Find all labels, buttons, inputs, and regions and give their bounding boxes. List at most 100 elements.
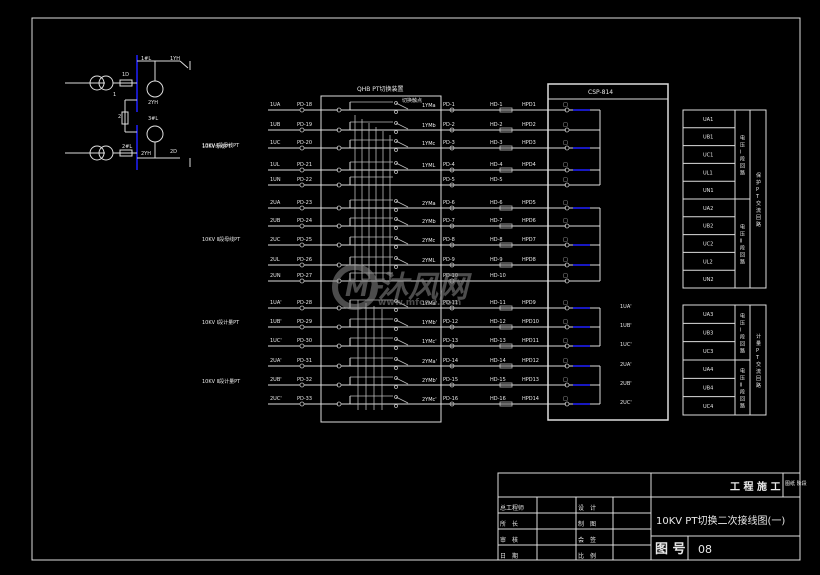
table-row-label: UC1 bbox=[703, 153, 713, 159]
terminal-icon bbox=[299, 324, 305, 330]
output-terminal-label: PD-10 bbox=[443, 273, 458, 279]
label: 1D bbox=[122, 72, 129, 78]
hd-label: HD-14 bbox=[490, 358, 506, 364]
terminal-icon bbox=[449, 401, 455, 407]
input-terminal-label: PD-31 bbox=[297, 358, 312, 364]
role-label: 比 例 bbox=[578, 552, 596, 560]
terminal-icon bbox=[299, 305, 305, 311]
hd-label: HD-9 bbox=[490, 257, 503, 263]
circuit-group-label: 段 bbox=[740, 245, 745, 252]
contact-label: 2YMc' bbox=[422, 397, 437, 403]
contact-icon bbox=[394, 217, 398, 221]
terminal-icon bbox=[299, 242, 305, 248]
role-label: 总工程师 bbox=[500, 504, 524, 512]
terminal-icon bbox=[299, 127, 305, 133]
contact-icon bbox=[394, 139, 398, 143]
hd-label: HD-15 bbox=[490, 377, 506, 383]
circuit-group-label: 路 bbox=[740, 348, 745, 355]
label: 1YH bbox=[170, 56, 180, 62]
terminal-icon bbox=[299, 278, 305, 284]
output-terminal-label: PD-4 bbox=[443, 162, 455, 168]
terminal-icon bbox=[299, 107, 305, 113]
terminal-icon bbox=[449, 242, 455, 248]
wire bbox=[395, 319, 409, 327]
terminal-icon bbox=[299, 145, 305, 151]
contact-icon bbox=[394, 404, 398, 408]
hpd-label: HPD14 bbox=[522, 396, 539, 402]
circuit-group-label: Ⅰ bbox=[740, 150, 741, 156]
contact-icon bbox=[394, 226, 398, 230]
output-terminal-label: PD-1 bbox=[443, 102, 455, 108]
contact-icon bbox=[394, 161, 398, 165]
hpd-label: HPD2 bbox=[522, 122, 536, 128]
terminal-icon bbox=[299, 205, 305, 211]
csp-terminal: □ bbox=[563, 162, 568, 168]
drawing-no-label: 图 号 bbox=[655, 542, 686, 557]
input-terminal-label: PD-27 bbox=[297, 273, 312, 279]
csp-terminal: □ bbox=[563, 338, 568, 344]
label: 2 bbox=[118, 114, 121, 120]
circuit-type-label: 计 bbox=[756, 333, 761, 340]
terminal-icon bbox=[449, 382, 455, 388]
csp-terminal: □ bbox=[563, 102, 568, 108]
hd-label: HD-6 bbox=[490, 200, 503, 206]
pt-icon bbox=[146, 80, 164, 98]
circuit-type-label: P bbox=[756, 187, 759, 193]
hpd-label: HPD1 bbox=[522, 102, 536, 108]
input-label: 2UC bbox=[270, 237, 281, 243]
transformer-icon bbox=[89, 75, 105, 91]
contact-icon bbox=[394, 256, 398, 260]
drawing-title: 10KV PT切换二次接线图(一) bbox=[656, 514, 785, 527]
role-label: 会 签 bbox=[578, 536, 596, 544]
circuit-group-label: 电 bbox=[740, 224, 745, 231]
contact-label: 2YMb' bbox=[422, 378, 437, 384]
input-terminal-label: PD-21 bbox=[297, 162, 312, 168]
hd-label: HD-12 bbox=[490, 319, 506, 325]
csp-terminal: □ bbox=[563, 319, 568, 325]
contact-icon bbox=[394, 110, 398, 114]
label: 1 bbox=[113, 92, 116, 98]
terminal-icon bbox=[299, 262, 305, 268]
contact-label: 2YMb bbox=[422, 219, 436, 225]
group-label: 10KV Ⅱ段母线PT bbox=[202, 236, 241, 243]
circuit-group-label: Ⅱ bbox=[740, 239, 742, 245]
title-block: 工 程 施 工 图纸 阶段 总工程师设 计所 长制 图审 核会 签日 期比 例 … bbox=[497, 472, 807, 561]
circuit-group-label: 压 bbox=[740, 321, 745, 327]
input-label: 2UN bbox=[270, 273, 281, 279]
output-label: 1UC' bbox=[620, 342, 632, 348]
circuit-type-label: 量 bbox=[756, 340, 761, 347]
circuit-group-label: 压 bbox=[740, 232, 745, 238]
output-terminal-label: PD-7 bbox=[443, 218, 455, 224]
circuit-type-label: 路 bbox=[756, 221, 761, 228]
input-label: 1UN bbox=[270, 177, 281, 183]
label: 1#L bbox=[141, 56, 151, 62]
output-terminal-label: PD-8 bbox=[443, 237, 455, 243]
svg-text:沐风网: 沐风网 bbox=[378, 270, 472, 305]
input-label: 1UA bbox=[270, 102, 281, 108]
contact-label: 2YMc bbox=[422, 238, 436, 244]
circuit-group-label: Ⅱ bbox=[740, 383, 742, 389]
csp-terminal: □ bbox=[563, 377, 568, 383]
wire bbox=[395, 300, 409, 308]
input-terminal-label: PD-30 bbox=[297, 338, 312, 344]
circuit-group-label: 路 bbox=[740, 403, 745, 410]
output-terminal-label: PD-16 bbox=[443, 396, 458, 402]
wire bbox=[395, 102, 409, 110]
table-row-label: UA4 bbox=[703, 367, 713, 373]
circuit-type-label: P bbox=[756, 348, 759, 354]
drawing-no: 08 bbox=[698, 543, 712, 556]
hd-label: HD-10 bbox=[490, 273, 506, 279]
hpd-label: HPD13 bbox=[522, 377, 539, 383]
input-label: 1UC bbox=[270, 140, 281, 146]
hd-label: HD-16 bbox=[490, 396, 506, 402]
circuit-type-label: 路 bbox=[756, 382, 761, 389]
label: 2YH bbox=[141, 151, 151, 157]
switch-box bbox=[320, 95, 442, 423]
contact-label: 1YMb bbox=[422, 123, 436, 129]
transformer-icon bbox=[89, 145, 105, 161]
terminal-icon bbox=[449, 262, 455, 268]
csp-terminal: □ bbox=[563, 218, 568, 224]
input-terminal-label: PD-26 bbox=[297, 257, 312, 263]
